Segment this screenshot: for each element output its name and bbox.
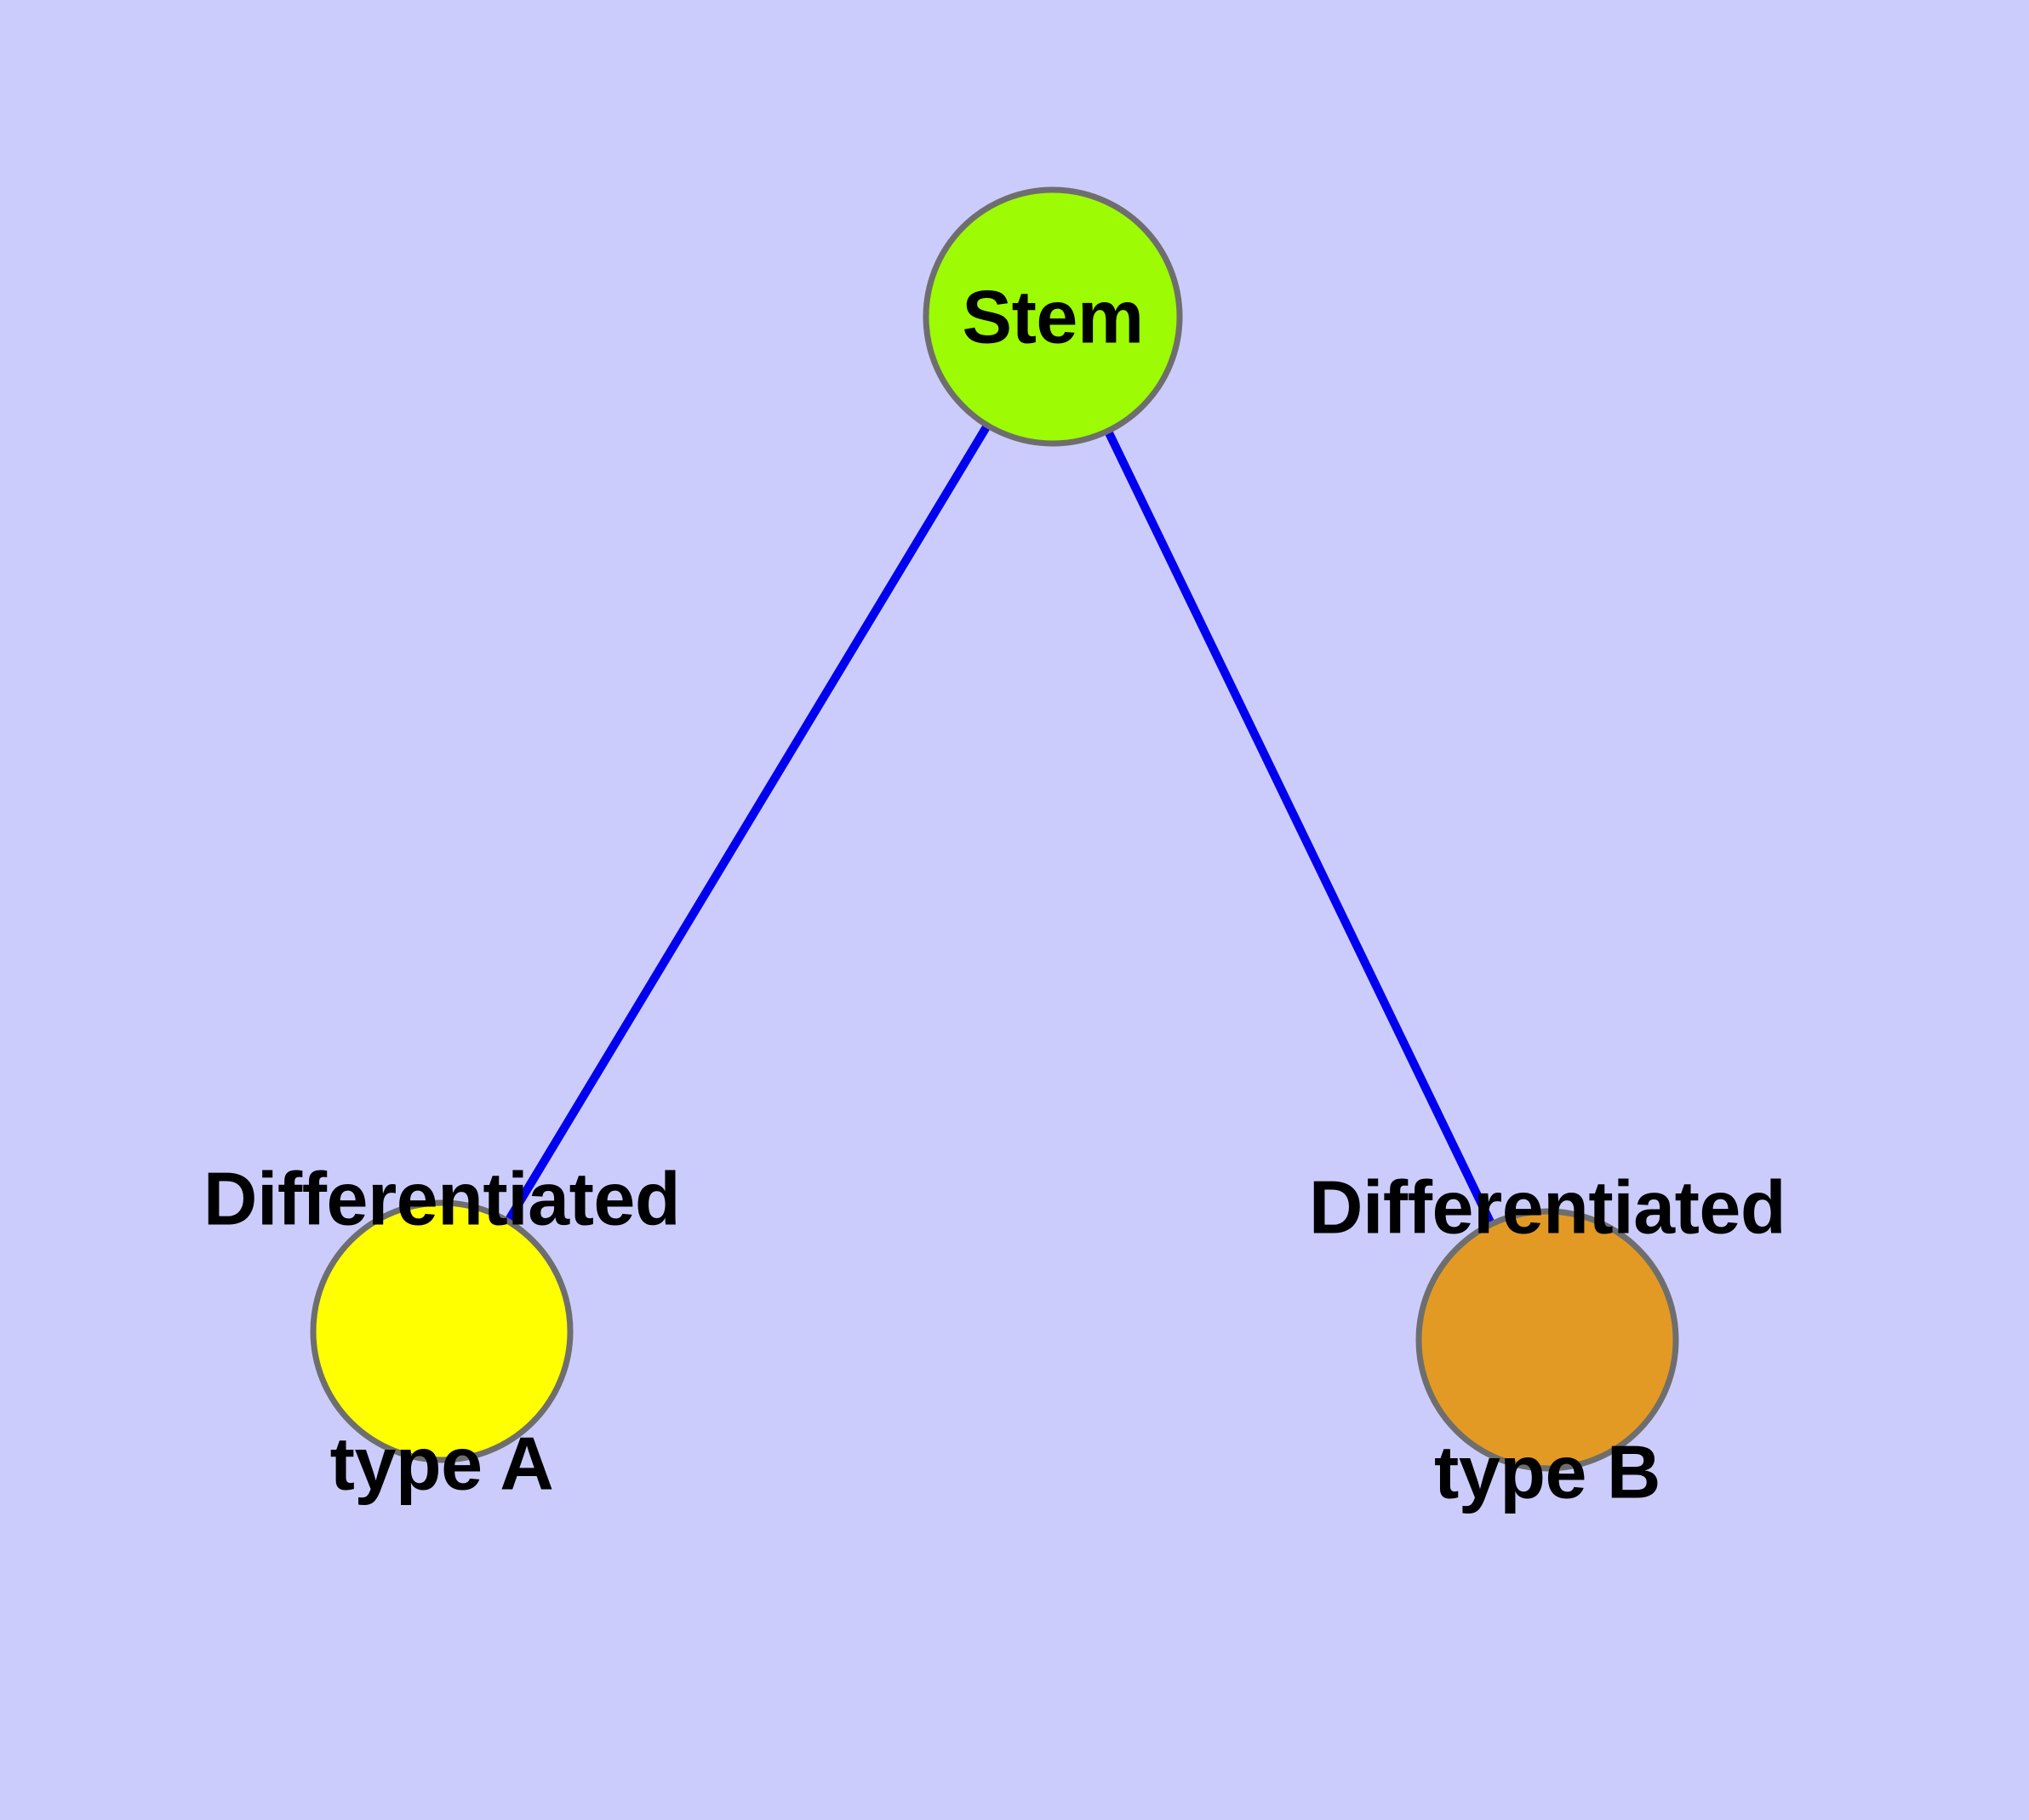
node-differentiated-type-b[interactable] [1415, 1208, 1679, 1472]
node-differentiated-type-a[interactable] [310, 1199, 574, 1463]
edge-stem-to-diff-a[interactable] [437, 314, 1057, 1334]
node-stem[interactable] [923, 186, 1183, 447]
edge-layer [437, 314, 1552, 1342]
edge-stem-to-diff-b[interactable] [1049, 314, 1552, 1342]
node-layer [310, 186, 1679, 1472]
